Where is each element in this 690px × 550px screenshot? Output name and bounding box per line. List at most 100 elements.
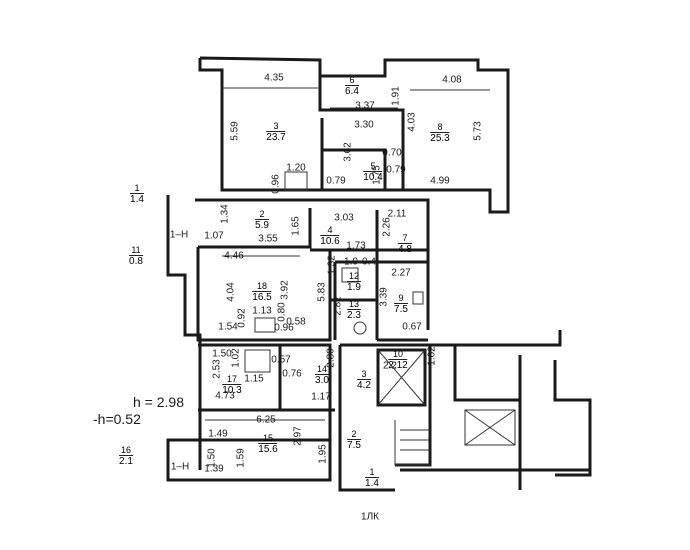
dimension-label: 0.96 <box>270 174 282 194</box>
dimension-label: 1.54 <box>218 321 238 333</box>
wall-outer-middle <box>166 195 202 470</box>
wall-partition <box>553 360 592 477</box>
wall-partition <box>198 208 312 249</box>
dimension-label: 0.96 <box>274 322 294 334</box>
dimension-label: 4.04 <box>225 282 237 302</box>
dimension-label: 1.32 <box>326 255 338 275</box>
dimension-label: 0.92 <box>236 308 248 328</box>
dimension-label: 1.59 <box>235 448 247 468</box>
wall-partition <box>453 345 520 402</box>
dimension-label: 1.75 <box>371 165 383 185</box>
wall-partition <box>318 76 405 190</box>
dimension-label: 2.53 <box>211 359 223 379</box>
dimension-label: 1.65 <box>290 216 302 236</box>
dimension-label: 1–Н <box>169 229 189 241</box>
dimension-label: 1.91 <box>390 86 402 106</box>
dimension-label: 1.34 <box>219 204 231 224</box>
dimension-label: 0.79 <box>326 175 346 187</box>
dimension-label: 5.73 <box>472 121 484 141</box>
wall-partition <box>335 260 379 340</box>
dimension-label: 1.15 <box>244 373 264 385</box>
dimension-label: 1.73 <box>346 240 366 252</box>
dimension-label: 4.35 <box>264 72 284 84</box>
dimension-label: 5.83 <box>316 282 328 302</box>
dimension-label: 1–Н <box>170 461 190 473</box>
dimension-label: 3.62 <box>342 142 354 162</box>
dimension-label: 1.13 <box>252 305 272 317</box>
wall-partition <box>430 330 562 347</box>
dimension-label: 0.58 <box>286 316 306 328</box>
window-niche <box>254 317 276 333</box>
dimension-label: 3.39 <box>378 287 390 307</box>
dimension-label: 3.55 <box>258 233 278 245</box>
ceiling-height-note: h = 2.98 <box>133 394 184 410</box>
dimension-label: 1.39 <box>204 463 224 475</box>
dimension-label: 2.26 <box>381 217 393 237</box>
dimension-label: 1.50 <box>212 348 232 360</box>
dimension-label: 0.57 <box>271 354 291 366</box>
dimension-label: 3.92 <box>279 280 291 300</box>
sink <box>412 291 424 305</box>
dimension-label: 2.11 <box>387 208 407 220</box>
dimension-label: 3.30 <box>354 119 374 131</box>
dimension-label: 4.03 <box>406 112 418 132</box>
dimension-label: 4.73 <box>215 390 235 402</box>
dimension-label: 1.20 <box>286 162 306 174</box>
dimension-label: 1.07 <box>204 230 224 242</box>
dimension-label: 0.76 <box>282 368 302 380</box>
dimension-label: 2.80 <box>325 348 337 368</box>
sink <box>341 267 359 283</box>
dimension-label: 4.08 <box>442 74 462 86</box>
wall-partition <box>322 148 387 190</box>
wall-outer-top <box>198 56 510 214</box>
stair-box <box>464 409 516 446</box>
dimension-label: 1.95 <box>317 444 329 464</box>
dimension-label: 3.37 <box>355 100 375 112</box>
dimension-label: 2.82 <box>332 296 344 316</box>
window-niche <box>284 171 308 191</box>
dimension-label: 1.17 <box>311 391 331 403</box>
wall-outer-lower <box>166 343 332 482</box>
dimension-label: 3.03 <box>334 212 354 224</box>
dimension-label: 1.02 <box>230 348 242 368</box>
dimension-label: 0.4 <box>362 256 376 268</box>
stair-steps <box>394 420 430 466</box>
dimension-label: 1.0 <box>344 256 358 268</box>
dimension-label: 4.99 <box>430 175 450 187</box>
dimension-label: 0.67 <box>402 321 422 333</box>
floor-depth-note: -h=0.52 <box>93 411 141 427</box>
wall-outer-middle <box>195 198 430 330</box>
exit-label: 1ЛК <box>361 511 379 523</box>
window-niche <box>244 349 271 373</box>
dimension-label: 6.25 <box>256 414 276 426</box>
dimension-label: 1.02 <box>426 346 438 366</box>
toilet <box>353 321 367 335</box>
dimension-label: 1.49 <box>208 428 228 440</box>
dimension-label: 0.70 <box>382 147 402 159</box>
dimension-label: 0.79 <box>386 164 406 176</box>
dimension-label: 2.97 <box>292 426 304 446</box>
dimension-label: 2.27 <box>391 267 411 279</box>
